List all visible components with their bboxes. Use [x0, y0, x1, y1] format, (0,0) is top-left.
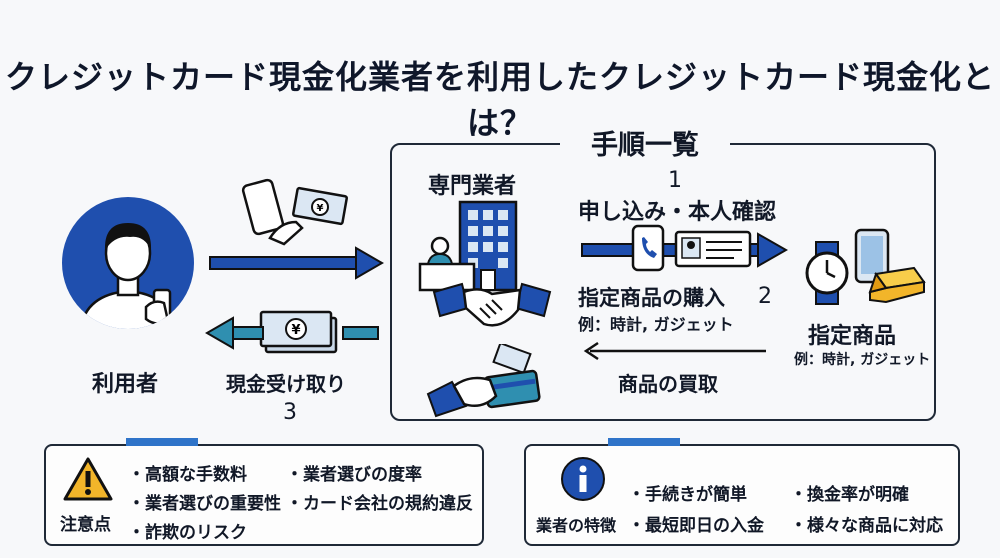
caution-item: ・業者選びの度率 [286, 465, 422, 485]
step3-number: 3 [283, 400, 297, 425]
caution-item: ・高額な手数料 [128, 465, 247, 485]
user-avatar [60, 195, 196, 335]
svg-text:¥: ¥ [317, 203, 324, 214]
arrow-to-user [204, 316, 380, 354]
phone-payment-icon: ¥ [240, 178, 350, 252]
caution-tab [126, 438, 198, 446]
feature-item: ・換金率が明確 [790, 485, 909, 505]
step2-number: 2 [758, 284, 772, 309]
step1-number: 1 [668, 168, 682, 193]
gold-bar-icon [866, 262, 928, 312]
feature-item: ・最短即日の入金 [628, 516, 764, 536]
step2-label: 指定商品の購入 [578, 286, 725, 310]
caution-panel [44, 444, 484, 546]
caution-list-left: ・高額な手数料 ・業者選びの重要性 ・詐欺のリスク [128, 460, 281, 543]
info-icon [560, 456, 606, 506]
handshake-icon [432, 278, 552, 338]
caution-item: ・業者選びの重要性 [128, 494, 281, 514]
step3-label: 現金受け取り [226, 372, 346, 396]
features-list-right: ・換金率が明確 ・様々な商品に対応 [790, 480, 943, 536]
caution-item: ・カード会社の規約違反 [286, 494, 473, 514]
svg-text:¥: ¥ [291, 323, 300, 338]
step1-label: 申し込み・本人確認 [578, 200, 777, 225]
buyback-label: 商品の買取 [618, 372, 718, 396]
merchant-label: 専門業者 [428, 174, 517, 199]
steps-title: 手順一覧 [560, 123, 730, 162]
product-example: 例：時計, ガジェット [794, 352, 931, 368]
building-icon [418, 196, 528, 300]
features-tab [608, 438, 680, 446]
features-list-left: ・手続きが簡単 ・最短即日の入金 [628, 480, 764, 536]
arrow-to-merchant [208, 246, 385, 284]
watch-icon [802, 240, 852, 310]
page-title: クレジットカード現金化業者を利用したクレジットカード現金化とは？ [4, 58, 995, 142]
step2-example: 例：時計, ガジェット [578, 315, 734, 334]
card-hand-icon [426, 341, 546, 422]
product-label: 指定商品 [808, 324, 897, 349]
warning-icon [62, 456, 114, 506]
id-card-icon [674, 230, 752, 272]
feature-item: ・手続きが簡単 [628, 485, 747, 505]
caution-item: ・詐欺のリスク [128, 523, 247, 543]
caution-heading: 注意点 [60, 515, 111, 535]
user-label: 利用者 [92, 372, 159, 397]
features-heading: 業者の特徴 [536, 516, 617, 535]
caution-list-right: ・業者選びの度率 ・カード会社の規約違反 [286, 460, 473, 514]
phone-call-icon [630, 224, 666, 276]
arrow-buyback [582, 340, 768, 366]
feature-item: ・様々な商品に対応 [790, 516, 943, 536]
smartphone-icon [852, 228, 892, 288]
